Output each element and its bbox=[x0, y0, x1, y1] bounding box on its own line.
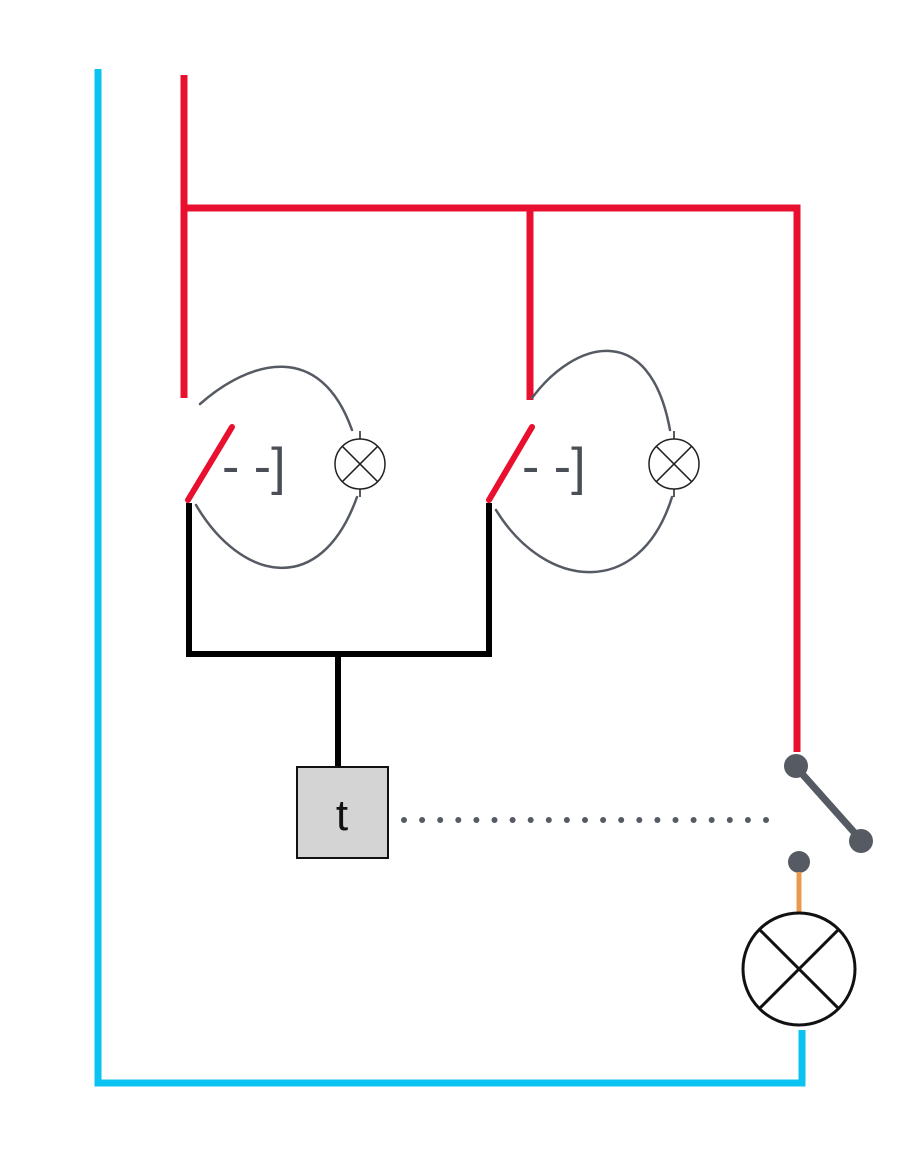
mechanical-linkage bbox=[401, 817, 769, 823]
timer-box bbox=[296, 766, 389, 859]
relay-contact-fixed-terminal bbox=[788, 851, 810, 873]
switch-2-contact bbox=[486, 424, 535, 503]
linkage-dot bbox=[763, 817, 769, 823]
switch-1-contact bbox=[185, 424, 235, 503]
switch-2-lower-loop bbox=[494, 495, 674, 574]
switch-1-lower-loop bbox=[194, 495, 359, 570]
timer-label: t bbox=[336, 791, 348, 840]
linkage-dot bbox=[636, 817, 643, 823]
switch-1-upper-loop bbox=[198, 365, 354, 432]
timer-relay: t bbox=[296, 766, 389, 859]
linkage-dot bbox=[473, 817, 480, 823]
linkage-dot bbox=[563, 817, 570, 823]
linkage-dot bbox=[509, 817, 516, 823]
switch-unit-2: - -] bbox=[486, 349, 700, 574]
linkage-dot bbox=[618, 817, 625, 823]
linkage-dot bbox=[401, 817, 407, 823]
indicator-lamp-2-icon bbox=[648, 438, 700, 490]
switch-unit-1: - -] bbox=[185, 365, 386, 570]
relay-contact-pivot bbox=[784, 754, 808, 778]
indicator-lamp-1-icon bbox=[334, 438, 386, 490]
neutral-wire bbox=[94, 69, 806, 1087]
relay-contact-tip bbox=[849, 829, 873, 853]
linkage-dot bbox=[491, 817, 498, 823]
linkage-dot bbox=[672, 817, 679, 823]
linkage-dot bbox=[654, 817, 661, 823]
linkage-dot bbox=[744, 817, 751, 823]
control-wire bbox=[186, 503, 492, 657]
linkage-dot bbox=[455, 817, 462, 823]
relay-contact-blade bbox=[792, 763, 865, 844]
linkage-dot bbox=[437, 817, 444, 823]
switch-2-actuator-label: - -] bbox=[522, 438, 586, 496]
linkage-dot bbox=[419, 817, 426, 823]
linkage-dot bbox=[726, 817, 733, 823]
phase-bus-wire bbox=[184, 204, 801, 752]
switch-1-actuator-label: - -] bbox=[222, 438, 286, 496]
linkage-dot bbox=[600, 817, 607, 823]
relay-contact bbox=[784, 754, 873, 873]
linkage-dot bbox=[527, 817, 534, 823]
linkage-dot bbox=[690, 817, 697, 823]
linkage-dot bbox=[708, 817, 715, 823]
linkage-dot bbox=[545, 817, 552, 823]
main-lamp-icon bbox=[741, 911, 857, 1027]
switch-2-upper-loop bbox=[530, 349, 672, 432]
linkage-dot bbox=[582, 817, 588, 823]
